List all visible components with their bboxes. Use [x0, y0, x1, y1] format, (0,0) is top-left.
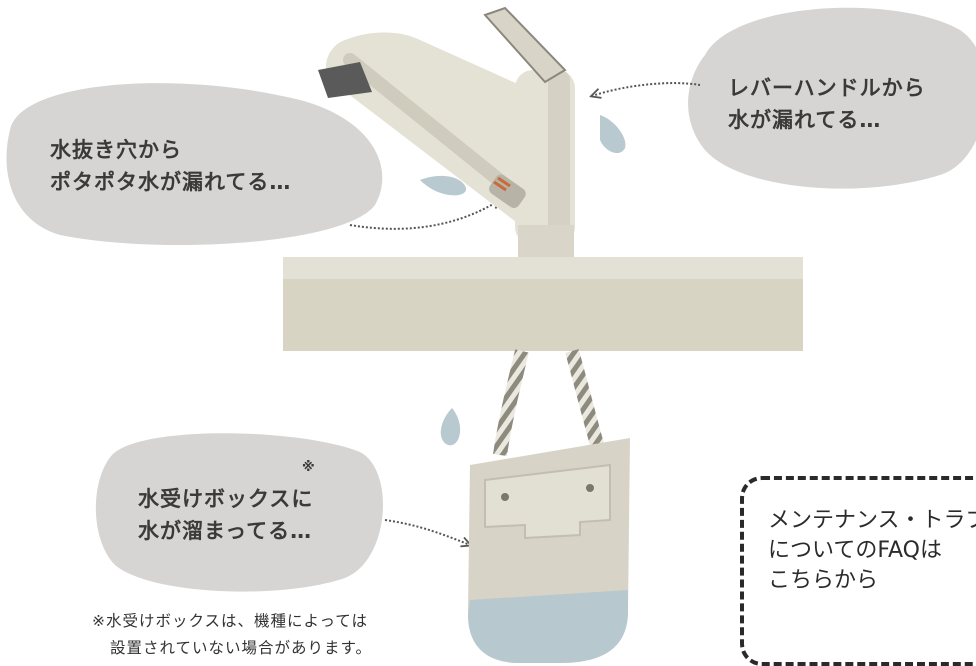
callout-water-box: 水受けボックスに 水が溜まってる… — [138, 483, 313, 547]
water-drop-icon — [420, 175, 467, 196]
callout-drain-line1: 水抜き穴から — [50, 138, 182, 162]
faucet — [318, 6, 575, 260]
faq-link-line2: についてのFAQは — [768, 538, 942, 563]
footnote: ※水受けボックスは、機種によっては 設置されていない場合があります。 — [92, 608, 372, 662]
callout-box-line2: 水が溜まってる… — [138, 519, 313, 543]
callout-lever-leak: レバーハンドルから 水が漏れてる… — [728, 72, 926, 136]
faq-link-line1: メンテナンス・トラブル — [768, 508, 976, 533]
water-drop-icon — [440, 408, 461, 446]
callout-drain-hole-leak: 水抜き穴から ポタポタ水が漏れてる… — [50, 134, 291, 198]
water-drop-icon — [600, 115, 626, 154]
water-receiving-box — [468, 438, 630, 663]
arrow-icon — [592, 82, 701, 96]
arrow-icon — [384, 519, 470, 545]
callout-lever-line2: 水が漏れてる… — [728, 108, 882, 132]
footnote-line1: ※水受けボックスは、機種によっては — [92, 612, 368, 630]
footnote-reference-mark: ※ — [302, 460, 315, 475]
footnote-line2: 設置されていない場合があります。 — [110, 639, 372, 657]
callout-drain-bubble — [6, 83, 383, 245]
callout-lever-bubble — [688, 7, 976, 189]
faq-link-line3: こちらから — [768, 568, 879, 593]
arrow-icon — [349, 200, 500, 230]
callout-lever-line1: レバーハンドルから — [728, 76, 926, 100]
faq-link-button[interactable]: メンテナンス・トラブル についてのFAQは こちらから — [740, 476, 976, 666]
callout-box-bubble — [95, 433, 383, 592]
callout-drain-line2: ポタポタ水が漏れてる… — [50, 170, 292, 194]
sink-counter — [283, 257, 803, 351]
drain-hoses — [493, 349, 605, 456]
callout-box-line1: 水受けボックスに — [138, 487, 314, 511]
